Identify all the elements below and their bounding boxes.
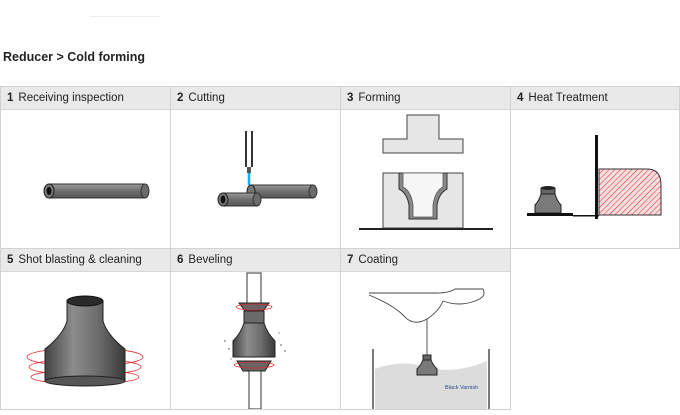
- reducer-icon: [44, 295, 126, 387]
- cut-pipe-piece-icon: [217, 192, 262, 207]
- top-divider: [90, 16, 160, 17]
- step-cell-beveling: 6 Beveling: [170, 248, 341, 410]
- step-cell-forming: 3 Forming: [340, 86, 511, 249]
- pipe-inspection-illustration: [43, 183, 150, 199]
- press-punch-icon: [382, 114, 464, 154]
- shot-blasting-illustration: [26, 295, 144, 387]
- step-header: 1 Receiving inspection: [1, 87, 170, 110]
- heat-treatment-illustration: [527, 135, 662, 219]
- step-cell-cutting: 2 Cutting: [170, 86, 341, 249]
- varnish-tank-icon: [372, 349, 490, 409]
- reducer-icon: [232, 310, 276, 358]
- page-title: Reducer > Cold forming: [3, 50, 146, 64]
- step-header: 7 Coating: [341, 249, 510, 272]
- step-number: 4: [517, 92, 524, 104]
- step-number: 2: [177, 92, 184, 104]
- bevel-tool-bottom-icon: [236, 360, 272, 409]
- coating-illustration: Black Varnish: [368, 288, 490, 409]
- step-number: 7: [347, 254, 354, 266]
- step-number: 6: [177, 254, 184, 266]
- forming-die-icon: [382, 172, 464, 229]
- step-header: 3 Forming: [341, 87, 510, 110]
- spark-icon: [233, 303, 275, 369]
- step-label: Cutting: [188, 92, 225, 104]
- reducer-icon: [416, 354, 438, 376]
- debris-icon: [224, 332, 286, 360]
- pipe-cutting-illustration: [217, 131, 318, 207]
- step-label: Shot blasting & cleaning: [18, 254, 142, 266]
- step-header: 5 Shot blasting & cleaning: [1, 249, 170, 272]
- hanging-cable-icon: [368, 288, 485, 355]
- step-cell-coating: 7 Coating Black Varnish: [340, 248, 511, 410]
- step-cell-heat-treatment: 4 Heat Treatment: [510, 86, 680, 249]
- step-label: Heat Treatment: [528, 92, 608, 104]
- step-cell-shot-blasting: 5 Shot blasting & cleaning: [0, 248, 171, 410]
- step-cell-receiving-inspection: 1 Receiving inspection: [0, 86, 171, 249]
- furnace-icon: [595, 135, 662, 219]
- beveling-illustration: [224, 272, 286, 409]
- bevel-tool-top-icon: [238, 272, 270, 312]
- step-label: Beveling: [188, 254, 233, 266]
- step-header: 2 Cutting: [171, 87, 340, 110]
- step-label: Coating: [358, 254, 399, 266]
- forming-press-illustration: [359, 114, 493, 230]
- step-number: 3: [347, 92, 354, 104]
- step-label: Forming: [358, 92, 401, 104]
- step-header: 4 Heat Treatment: [511, 87, 679, 110]
- step-number: 1: [7, 92, 14, 104]
- cutting-torch-icon: [245, 131, 253, 185]
- step-header: 6 Beveling: [171, 249, 340, 272]
- step-number: 5: [7, 254, 14, 266]
- reducer-icon: [534, 186, 562, 214]
- pipe-icon: [43, 183, 150, 199]
- tank-label: Black Varnish: [445, 385, 478, 391]
- step-label: Receiving inspection: [18, 92, 124, 104]
